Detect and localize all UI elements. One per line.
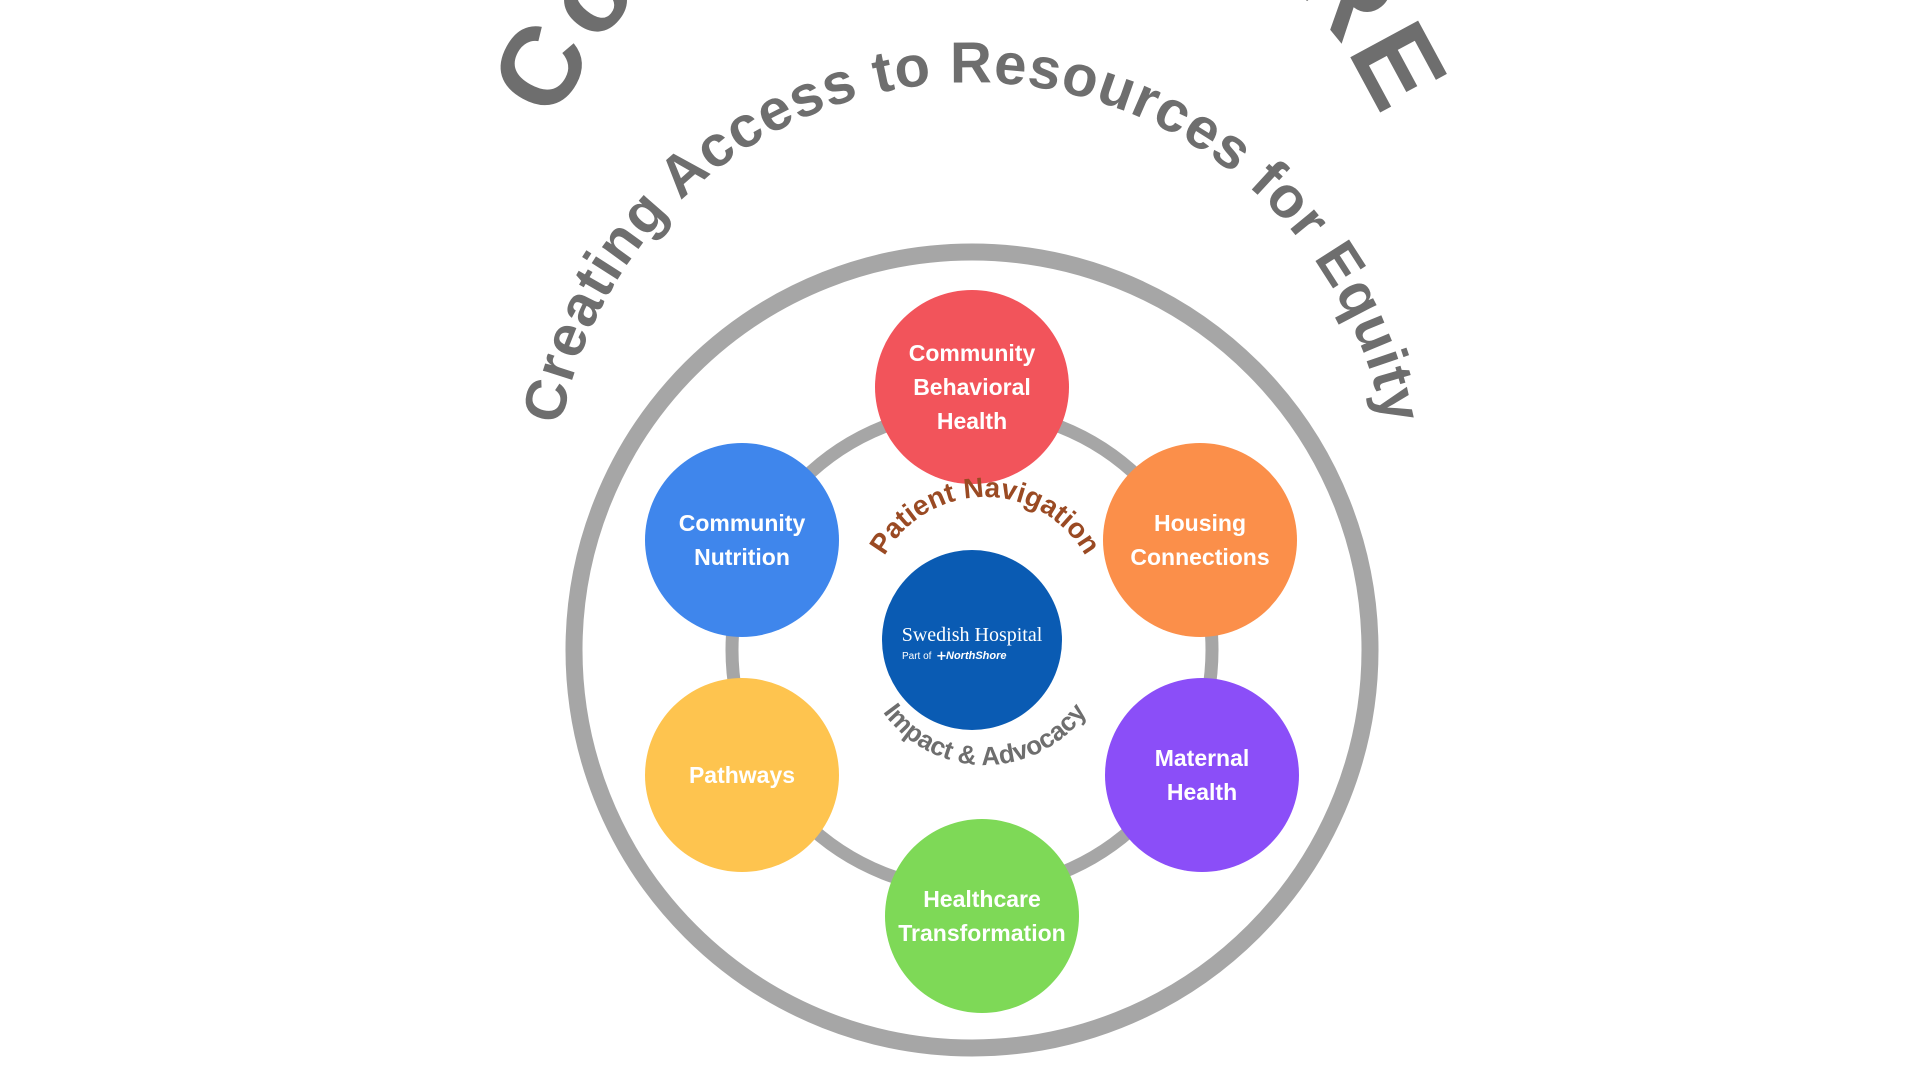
program-label-line: Pathways — [689, 762, 795, 788]
program-circle — [645, 678, 839, 872]
program-circle — [1103, 443, 1297, 637]
center-hub: Patient Navigation Swedish Hospital Part… — [863, 472, 1106, 772]
northshore-label: NorthShore — [946, 650, 1007, 662]
program-circle — [875, 290, 1069, 484]
program-label-line: Connections — [1130, 544, 1269, 570]
part-of-label: Part of — [902, 651, 932, 662]
program-label-line: Health — [1167, 779, 1237, 805]
program-label-line: Nutrition — [694, 544, 790, 570]
program-nodes: CommunityBehavioralHealthHousingConnecti… — [645, 290, 1299, 1013]
program-circle — [885, 819, 1079, 1013]
northshore-brand: Part of + NorthShore — [902, 649, 1007, 664]
program-node-pathways: Pathways — [645, 678, 839, 872]
program-label-line: Behavioral — [913, 374, 1031, 400]
northshore-cross-icon: + — [936, 649, 947, 664]
program-label-line: Community — [679, 510, 806, 536]
program-label-line: Community — [909, 340, 1036, 366]
outer-ring — [565, 243, 1379, 1057]
program-label-line: Transformation — [898, 920, 1065, 946]
patient-navigation-label: Patient Navigation — [863, 472, 1106, 560]
program-circle — [1105, 678, 1299, 872]
program-label-line: Healthcare — [923, 886, 1041, 912]
program-label-line: Housing — [1154, 510, 1246, 536]
program-label-line: Health — [937, 408, 1007, 434]
program-label-line: Maternal — [1155, 745, 1250, 771]
hospital-name: Swedish Hospital — [902, 624, 1043, 646]
hospital-logo-circle — [882, 550, 1062, 730]
program-circle — [645, 443, 839, 637]
patient-navigation-text: Patient Navigation — [863, 472, 1106, 560]
